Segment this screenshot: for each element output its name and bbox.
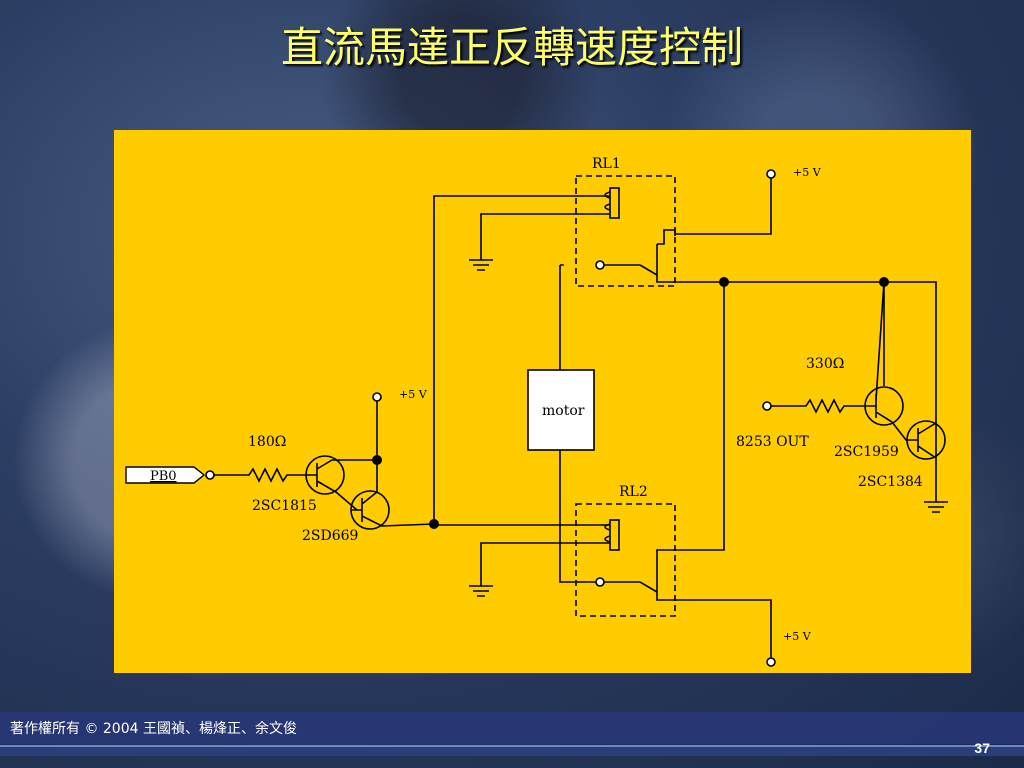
label-vcc-top: +5 V	[793, 166, 822, 179]
wire-rl1-to-rl2	[656, 282, 725, 560]
wire-rl1-coil-to-driver	[433, 195, 610, 524]
label-r180: 180Ω	[248, 434, 286, 450]
label-rl1: RL1	[592, 156, 621, 172]
page-number: 37	[974, 740, 990, 756]
label-vcc-bottom: +5 V	[783, 630, 812, 643]
label-rl2: RL2	[619, 484, 648, 500]
slide-title: 直流馬達正反轉速度控制	[280, 23, 743, 72]
r180-resistor	[210, 467, 306, 483]
wire-rl1-common	[656, 280, 724, 283]
wire-rl1-to-motor	[559, 264, 564, 368]
label-2sc1959: 2SC1959	[834, 444, 899, 460]
wire-rl1-coil-ground	[480, 213, 610, 260]
label-2sc1384: 2SC1384	[858, 474, 923, 490]
rl1-coil	[609, 187, 620, 219]
label-8253-out: 8253 OUT	[736, 434, 809, 450]
open-terminals	[205, 169, 776, 667]
wire-rl2-coil-ground	[480, 542, 610, 586]
wire-collector-bus	[724, 281, 937, 458]
pb0-tag	[125, 466, 206, 484]
label-vcc-left: +5 V	[399, 388, 428, 401]
label-2sc1815: 2SC1815	[252, 498, 317, 514]
wire-motor-to-rl2	[559, 368, 600, 583]
footer-bar	[0, 712, 1024, 744]
label-pb0: PB0	[150, 469, 177, 484]
rl2-coil	[609, 519, 620, 551]
motor-box	[527, 369, 595, 451]
footer-line	[0, 745, 1024, 756]
rl1-box	[575, 175, 676, 287]
circuit-diagram: RL1 RL2 +5 V +5 V +5 V motor 330Ω 180Ω P…	[125, 156, 948, 667]
wire-vcc-top	[675, 176, 772, 235]
rl2-box	[575, 503, 676, 617]
copyright-text: 著作權所有 © 2004 王國禎、楊烽正、余文俊	[10, 721, 297, 737]
junction-dots	[372, 277, 889, 529]
label-2sd669: 2SD669	[302, 528, 358, 544]
wire-vcc-bottom	[656, 560, 772, 662]
r330-resistor	[771, 398, 864, 414]
label-r330: 330Ω	[806, 356, 844, 372]
label-motor: motor	[542, 403, 585, 419]
circuit-panel: RL1 RL2 +5 V +5 V +5 V motor 330Ω 180Ω P…	[114, 130, 971, 673]
